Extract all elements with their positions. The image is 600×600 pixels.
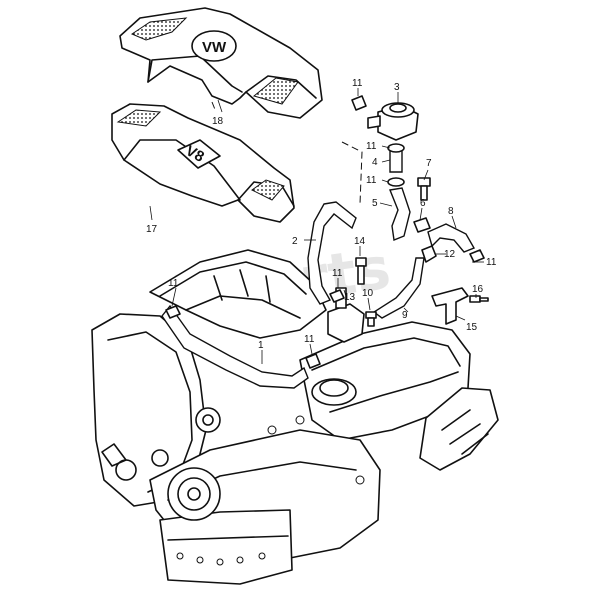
label-13: 13 [344, 292, 356, 303]
label-5: 5 [372, 198, 378, 209]
label-11c: 11 [366, 175, 377, 186]
part-9-pipe [372, 257, 425, 319]
part-18-engine-cover-upper: VW [119, 7, 323, 119]
label-17: 17 [146, 224, 158, 235]
part-7-bolt [417, 177, 431, 201]
label-11d: 11 [486, 257, 497, 268]
label-4: 4 [372, 157, 378, 168]
label-7: 7 [426, 158, 432, 169]
part-5-bent-pipe [389, 187, 411, 241]
part-14-bolt [355, 257, 367, 285]
label-14: 14 [354, 236, 366, 247]
v8-emblem-badge [177, 139, 221, 169]
part-6-clamp [413, 217, 431, 233]
label-6: 6 [420, 198, 426, 209]
part-1-breather-hose [161, 304, 309, 389]
part-15-bracket [431, 287, 469, 325]
label-10: 10 [362, 288, 374, 299]
label-12: 12 [444, 249, 456, 260]
label-11b: 11 [366, 141, 377, 152]
label-1: 1 [258, 340, 264, 351]
vw-emblem-badge [191, 30, 237, 62]
label-11e: 11 [332, 268, 343, 279]
label-18: 18 [212, 116, 224, 127]
part-10-bolt [365, 311, 377, 327]
label-11a: 11 [352, 78, 363, 89]
engine-block [91, 249, 499, 585]
label-15: 15 [466, 322, 478, 333]
part-3-pressure-valve [367, 102, 419, 141]
label-2: 2 [292, 236, 298, 247]
label-3: 3 [394, 82, 400, 93]
routing-line-cover [211, 101, 217, 113]
routing-line-upper [341, 141, 363, 205]
label-11f: 11 [168, 278, 179, 289]
part-12-clip [421, 245, 437, 263]
label-8: 8 [448, 206, 454, 217]
part-2-breather-hose [307, 201, 357, 305]
v8-emblem-text: V8 [183, 142, 207, 166]
part-labels: 3 11 11 4 11 7 5 6 8 2 14 12 11 11 11 16… [146, 78, 497, 351]
part-16-bolt [469, 295, 489, 303]
part-17-engine-cover-lower: V8 [111, 103, 295, 223]
label-11g: 11 [304, 334, 315, 345]
part-11-clamps [165, 95, 485, 369]
label-9: 9 [402, 310, 408, 321]
leader-lines [149, 88, 484, 364]
part-8-hose [427, 223, 476, 253]
vw-emblem-text: VW [202, 39, 227, 56]
label-16: 16 [472, 284, 484, 295]
